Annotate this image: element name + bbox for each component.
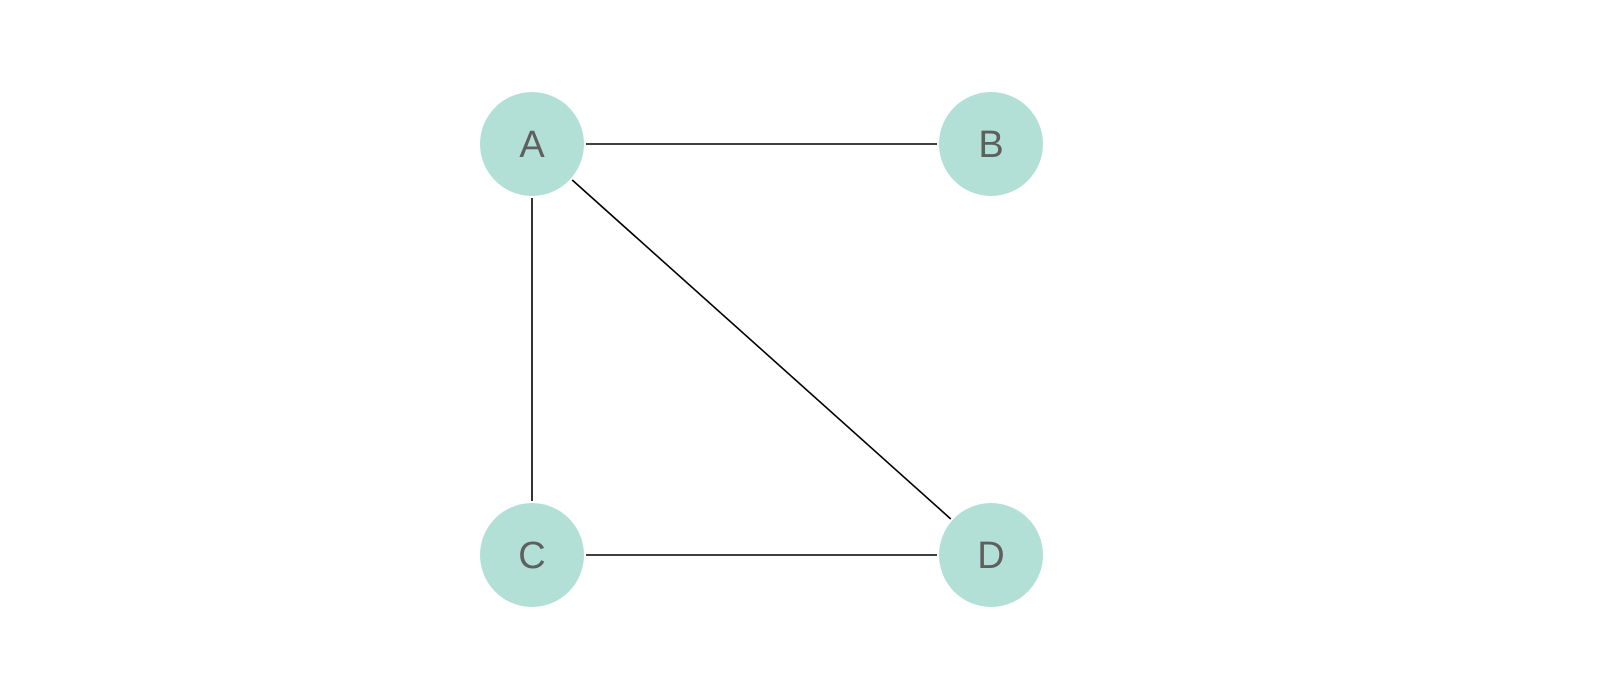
node-label: B <box>978 124 1003 166</box>
node-label: A <box>519 124 545 166</box>
node-c: C <box>480 503 584 607</box>
edges <box>531 143 952 556</box>
node-a: A <box>480 92 584 196</box>
node-b: B <box>939 92 1043 196</box>
node-d: D <box>939 503 1043 607</box>
node-label: C <box>518 535 545 577</box>
edge-a-d <box>571 179 952 520</box>
node-label: D <box>977 535 1004 577</box>
node-circle <box>939 92 1043 196</box>
nodes: A B C D <box>480 92 1043 607</box>
node-circle <box>939 503 1043 607</box>
node-circle <box>480 92 584 196</box>
node-circle <box>480 503 584 607</box>
